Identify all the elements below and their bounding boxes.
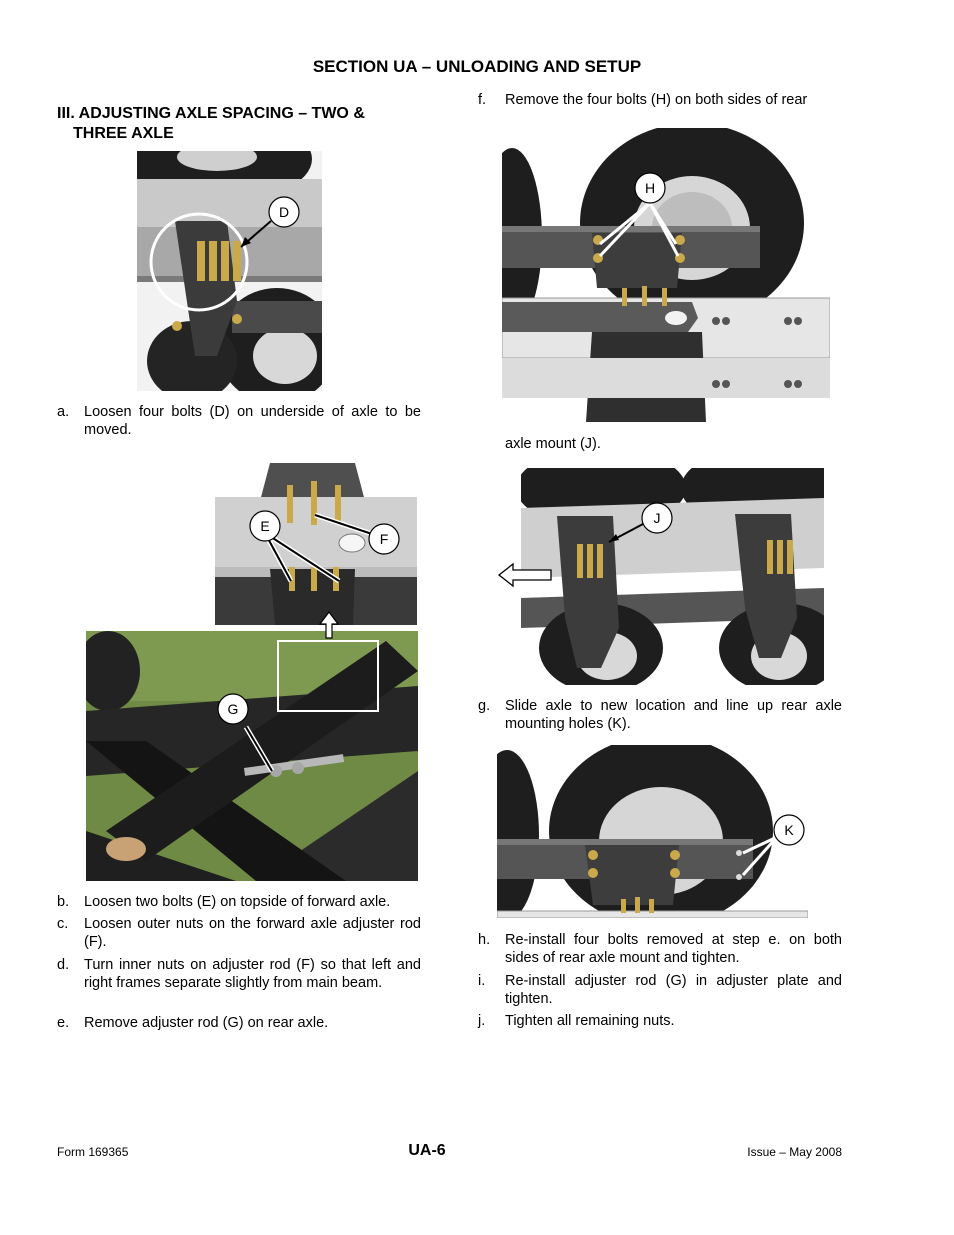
figure-axle-underside: D <box>137 151 322 391</box>
figure-mounting-holes: K <box>497 745 808 918</box>
arrow-up-icon <box>318 611 340 639</box>
callout-h: H <box>645 180 655 196</box>
callout-k: K <box>784 822 794 838</box>
step-a: a. Loosen four bolts (D) on underside of… <box>57 404 421 438</box>
step-h: h. Re-install four bolts removed at step… <box>478 932 842 966</box>
callout-f: F <box>380 531 389 547</box>
page-number: UA-6 <box>408 1142 446 1159</box>
callout-g: G <box>228 701 239 717</box>
figure-rear-axle-bolts: H <box>502 128 830 422</box>
step-j: j. Tighten all remaining nuts. <box>478 1013 675 1029</box>
step-d: d. Turn inner nuts on adjuster rod (F) s… <box>57 957 421 991</box>
footer-issue-date: Issue – May 2008 <box>747 1145 842 1159</box>
procedure-heading: III. ADJUSTING AXLE SPACING – TWO & THRE… <box>57 104 417 144</box>
figure-adjuster-plate: E F <box>215 463 417 625</box>
section-title: SECTION UA – UNLOADING AND SETUP <box>312 57 642 76</box>
step-b: b. Loosen two bolts (E) on topside of fo… <box>57 894 391 910</box>
step-i: i. Re-install adjuster rod (G) in adjust… <box>478 973 842 1007</box>
step-f: f. Remove the four bolts (H) on both sid… <box>478 92 808 108</box>
figure-rear-axle-mount: J <box>521 468 824 685</box>
heading-line-1: III. ADJUSTING AXLE SPACING – TWO & <box>57 105 365 122</box>
callout-e: E <box>260 518 269 534</box>
arrow-left-icon <box>497 562 552 588</box>
callout-j: J <box>654 510 661 526</box>
callout-d: D <box>279 204 289 220</box>
heading-line-2: THREE AXLE <box>73 125 174 142</box>
footer-form-number: Form 169365 <box>57 1145 129 1159</box>
step-g: g. Slide axle to new location and line u… <box>478 698 842 732</box>
step-c: c. Loosen outer nuts on the forward axle… <box>57 916 421 950</box>
step-f-continued: axle mount (J). <box>505 436 601 452</box>
step-e: e. Remove adjuster rod (G) on rear axle. <box>57 1015 329 1031</box>
figure-adjuster-rod-photo: G <box>86 631 418 881</box>
